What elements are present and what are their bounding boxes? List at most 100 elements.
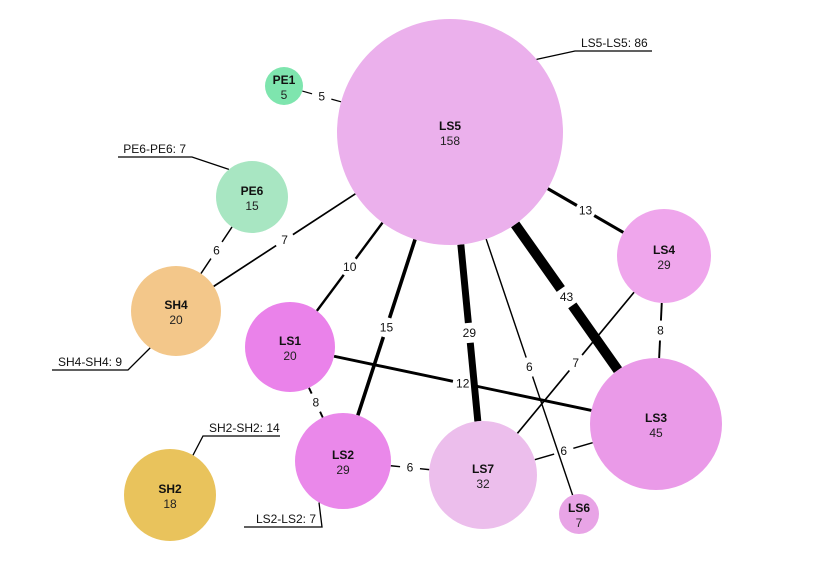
- edge-line: [658, 340, 661, 359]
- edge-weight-label: 15: [380, 320, 394, 334]
- self-loop-sh2: SH2-SH2: 14: [192, 421, 280, 456]
- edge-weight-label: 12: [456, 376, 470, 390]
- edge-ls4-ls5[interactable]: 13: [546, 187, 625, 234]
- edge-ls2-ls7[interactable]: 6: [390, 461, 430, 475]
- edge-sh4-ls5[interactable]: 7: [213, 193, 356, 288]
- edge-weight-label: 29: [463, 326, 477, 340]
- edge-weight-label: 13: [579, 204, 593, 218]
- edge-line: [659, 302, 663, 321]
- self-loop-leader: [192, 435, 280, 456]
- self-loop-leader: [118, 156, 230, 171]
- node-name-label: LS4: [653, 243, 675, 257]
- node-value-label: 45: [649, 426, 663, 440]
- self-loop-ls2: LS2-LS2: 7: [244, 502, 323, 528]
- self-loop-sh4: SH4-SH4: 9: [52, 347, 151, 371]
- edge-line: [466, 342, 482, 422]
- edge-pe6-sh4[interactable]: 6: [200, 226, 233, 274]
- node-value-label: 15: [245, 199, 259, 213]
- edge-ls4-ls3[interactable]: 8: [657, 302, 664, 359]
- node-value-label: 158: [440, 134, 460, 148]
- edge-line: [568, 302, 623, 373]
- node-circle: [295, 413, 391, 509]
- edge-ls1-ls2[interactable]: 8: [308, 387, 324, 418]
- edge-weight-label: 8: [313, 396, 320, 410]
- node-value-label: 18: [163, 497, 177, 511]
- edge-line: [534, 453, 555, 461]
- edge-line: [308, 387, 313, 394]
- edge-weight-label: 6: [526, 360, 533, 374]
- nodes-layer: LS5158PE15PE615SH420LS120LS229LS429LS345…: [124, 19, 722, 541]
- edge-ls2-ls5[interactable]: 15: [356, 238, 417, 416]
- edge-line: [331, 98, 342, 103]
- self-loop-pe6: PE6-PE6: 7: [118, 142, 230, 171]
- node-name-label: SH4: [164, 298, 188, 312]
- edge-line: [200, 258, 212, 274]
- edge-ls1-ls3[interactable]: 12: [333, 354, 592, 412]
- node-circle: [124, 449, 216, 541]
- edge-pe1-ls5[interactable]: 5: [302, 89, 342, 103]
- node-circle: [265, 67, 303, 105]
- node-name-label: LS5: [439, 119, 461, 133]
- node-name-label: LS2: [332, 448, 354, 462]
- edge-ls7-ls3[interactable]: 6: [534, 441, 593, 461]
- node-circle: [590, 358, 722, 490]
- edge-weight-label: 6: [407, 461, 414, 475]
- node-circle: [559, 494, 599, 534]
- edge-line: [581, 291, 635, 356]
- edge-line: [472, 383, 592, 412]
- self-loop-label: SH4-SH4: 9: [58, 355, 122, 369]
- edge-ls7-ls5[interactable]: 29: [457, 244, 482, 422]
- node-value-label: 20: [169, 313, 183, 327]
- edge-ls1-ls5[interactable]: 10: [315, 221, 384, 312]
- node-name-label: PE6: [241, 184, 264, 198]
- edge-weight-label: 5: [318, 89, 325, 103]
- edge-line: [221, 226, 233, 243]
- edge-line: [354, 221, 384, 260]
- node-name-label: LS7: [472, 462, 494, 476]
- edge-weight-label: 10: [343, 260, 357, 274]
- edge-line: [516, 369, 571, 434]
- edge-weight-label: 6: [213, 243, 220, 257]
- node-name-label: LS3: [645, 411, 667, 425]
- node-circle: [429, 421, 537, 529]
- edge-ls6-ls5[interactable]: 6: [485, 238, 574, 496]
- self-loop-leader: [244, 502, 323, 528]
- edge-weight-label: 7: [572, 356, 579, 370]
- edge-line: [593, 214, 625, 234]
- node-value-label: 5: [281, 88, 288, 102]
- edge-line: [387, 238, 417, 319]
- edge-line: [319, 411, 324, 418]
- node-name-label: LS1: [279, 334, 301, 348]
- edge-line: [213, 244, 277, 288]
- node-value-label: 7: [576, 516, 583, 530]
- edge-ls3-ls5[interactable]: 43: [511, 221, 623, 373]
- self-loop-label: SH2-SH2: 14: [209, 421, 280, 435]
- edge-weight-label: 43: [560, 290, 574, 304]
- self-loop-leader: [536, 50, 652, 61]
- node-name-label: PE1: [273, 73, 296, 87]
- edge-line: [546, 187, 578, 207]
- edge-line: [531, 376, 574, 496]
- edge-line: [302, 90, 313, 95]
- self-loop-leader: [52, 347, 151, 371]
- edge-weight-label: 8: [657, 324, 664, 338]
- edge-line: [315, 274, 345, 312]
- edge-line: [390, 465, 401, 468]
- node-value-label: 32: [476, 477, 490, 491]
- edge-line: [292, 193, 356, 236]
- node-circle: [337, 19, 563, 245]
- edge-ls4-ls7[interactable]: 7: [516, 291, 635, 434]
